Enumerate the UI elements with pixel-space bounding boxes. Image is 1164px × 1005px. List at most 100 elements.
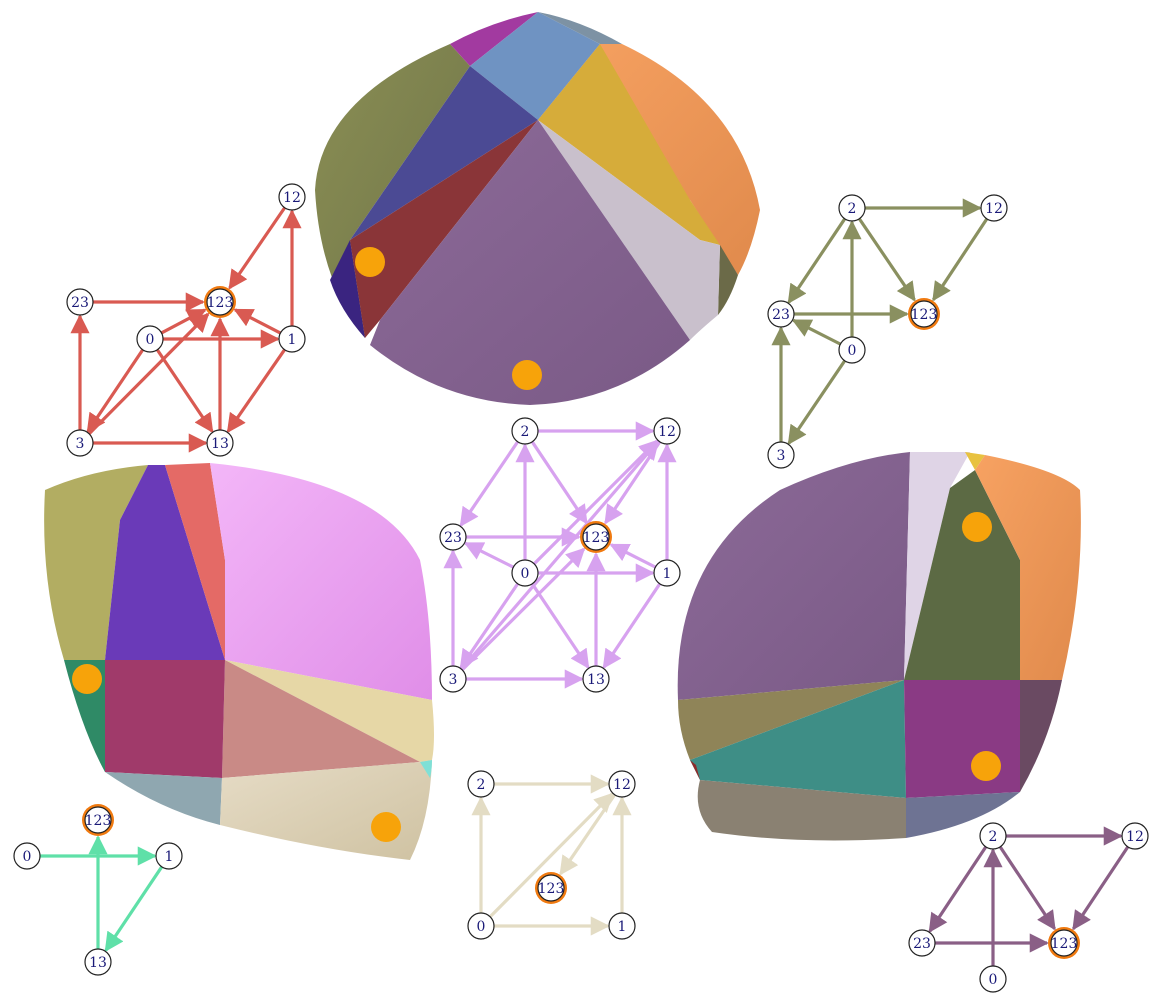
marker-dot (962, 512, 992, 542)
graph-edge (530, 440, 588, 525)
node-label: 0 (521, 566, 530, 582)
top-surface-steelblue-face (470, 12, 600, 120)
marker-dot (355, 247, 385, 277)
graph-node: 0 (136, 325, 164, 353)
right-surface-yellow-face (965, 452, 985, 470)
node-label: 0 (477, 919, 486, 935)
graph-node: 0 (979, 965, 1007, 993)
right-surface-magenta-face (904, 680, 1020, 798)
node-label: 3 (777, 448, 786, 464)
graph-edge (233, 308, 282, 335)
right-surface-orange-face (975, 455, 1081, 680)
node-label: 23 (444, 530, 462, 546)
node-label: 0 (23, 849, 32, 865)
top-surface-silver-face (538, 120, 720, 340)
graph-edge (489, 792, 614, 918)
top-surface (315, 12, 760, 405)
node-label: 12 (283, 190, 301, 206)
graph-node: 23 (439, 523, 467, 551)
left-surface-rose-face (222, 660, 420, 778)
graph-node: 1 (608, 912, 636, 940)
graph-node: 0 (13, 842, 41, 870)
graph-edge (461, 547, 586, 671)
top-surface-navy-face (350, 66, 538, 240)
graph-node: 0 (838, 336, 866, 364)
graph-node: 2 (511, 417, 539, 445)
graph-node: 2 (467, 770, 495, 798)
graph-node: 1 (155, 842, 183, 870)
left-surface (44, 463, 434, 860)
node-label: 1 (288, 332, 297, 348)
graph-node: 23 (767, 300, 795, 328)
marker-dot (72, 664, 102, 694)
node-label: 3 (76, 436, 85, 452)
graph-node: 12 (608, 770, 636, 798)
graph-edge (787, 217, 847, 304)
node-label: 0 (146, 332, 155, 348)
top-surface-gold-face (538, 44, 720, 245)
graph-edge (791, 318, 842, 346)
graph-edge (604, 440, 662, 525)
graph-edge (559, 793, 616, 876)
node-label: 12 (613, 777, 631, 793)
graph-edge (928, 845, 988, 933)
graph-edge (998, 845, 1056, 931)
node-label: 123 (1051, 936, 1078, 952)
node-label: 12 (1126, 829, 1144, 845)
graph-node: 123 (204, 286, 236, 318)
graph-edge (530, 582, 590, 669)
graph-plum: 0 2 12 23 123 (908, 822, 1149, 993)
graph-edge (602, 582, 662, 669)
graph-node: 3 (66, 429, 94, 457)
graph-node: 123 (580, 521, 612, 553)
node-label: 23 (913, 936, 931, 952)
graph-node: 3 (439, 665, 467, 693)
top-surface-maroon-face (350, 120, 538, 338)
graph-edge (226, 348, 286, 434)
node-label: 123 (207, 295, 234, 311)
graph-node: 13 (206, 429, 234, 457)
node-label: 12 (985, 201, 1003, 217)
node-label: 13 (211, 436, 229, 452)
graph-node: 23 (908, 929, 936, 957)
top-surface-indigo-face (330, 240, 365, 338)
graph-node: 12 (653, 417, 681, 445)
graph-node: 13 (84, 948, 112, 976)
node-label: 13 (89, 955, 107, 971)
graph-node: 23 (66, 288, 94, 316)
node-label: 2 (989, 829, 998, 845)
graph-edge (86, 348, 145, 433)
graph-edge (459, 582, 520, 670)
right-surface-slateblue-face (906, 792, 1020, 838)
marker-dot (512, 360, 542, 390)
graph-edge (460, 440, 660, 671)
top-surface-slate-face (538, 12, 622, 44)
marker-dot (971, 751, 1001, 781)
node-label: 0 (848, 343, 857, 359)
graph-edge (160, 308, 207, 335)
top-surface-magenta-face (450, 12, 538, 66)
node-label: 12 (658, 424, 676, 440)
graph-node: 12 (1121, 822, 1149, 850)
graph-edge (155, 348, 214, 433)
right-surface-purple-face (677, 452, 910, 700)
top-surface-purple-face (370, 120, 690, 405)
graph-node: 123 (1048, 927, 1080, 959)
graph-node: 123 (535, 872, 567, 904)
node-label: 123 (85, 813, 112, 829)
graph-mint: 0 1 13 123 (13, 804, 183, 976)
node-label: 23 (71, 295, 89, 311)
graph-node: 3 (767, 441, 795, 469)
right-surface-teal-face (690, 680, 906, 798)
graph-edge (104, 865, 164, 952)
node-label: 2 (521, 424, 530, 440)
node-label: 1 (663, 566, 672, 582)
node-label: 13 (587, 672, 605, 688)
graph-node: 0 (467, 912, 495, 940)
top-surface-dark-olive-face (718, 245, 738, 315)
graph-edge (857, 217, 916, 302)
node-label: 2 (848, 201, 857, 217)
